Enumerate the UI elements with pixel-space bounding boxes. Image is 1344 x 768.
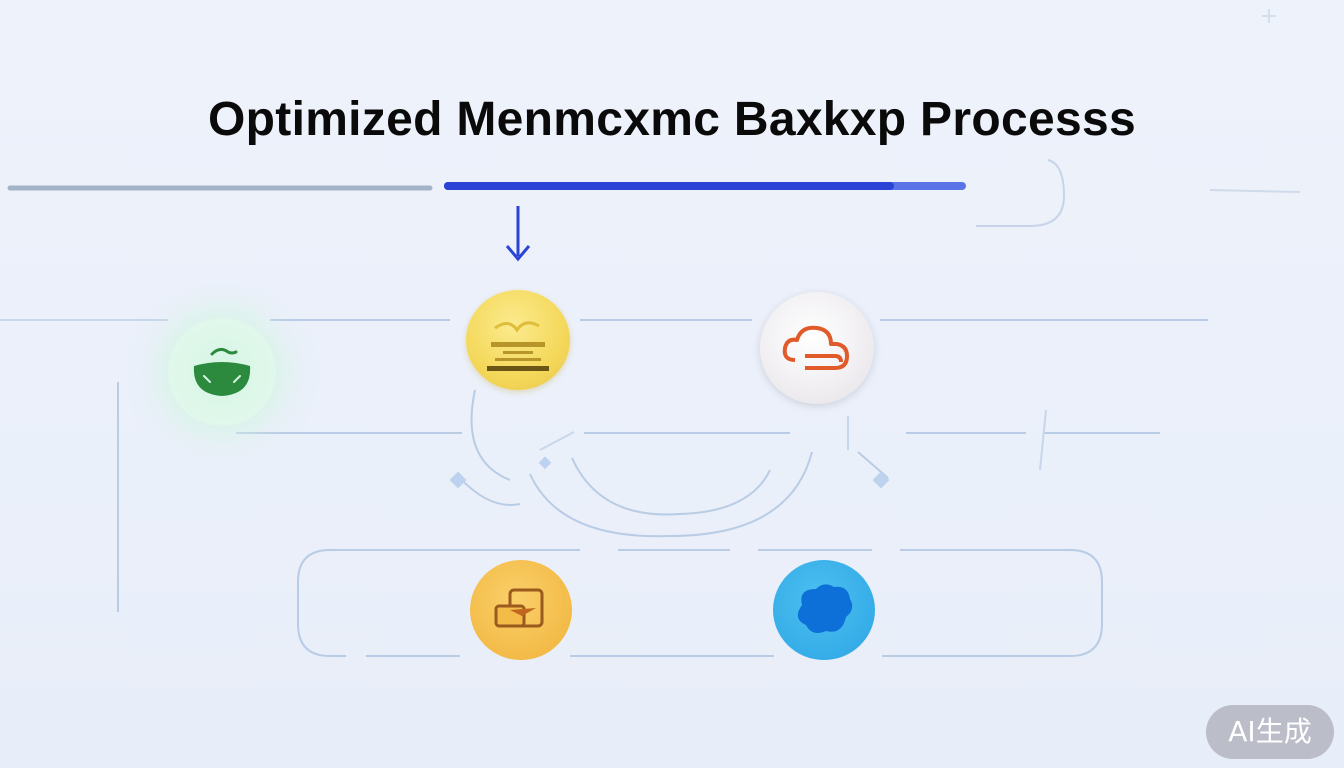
frame-right-cap bbox=[882, 549, 1103, 657]
blue-node[interactable] bbox=[773, 560, 875, 660]
basket-icon bbox=[193, 347, 251, 396]
frame-left-cap bbox=[297, 549, 346, 657]
curve-c bbox=[571, 457, 771, 516]
sparkle-icon bbox=[1262, 9, 1276, 23]
bracket-top-right bbox=[976, 159, 1066, 227]
curve-a bbox=[470, 389, 511, 481]
folder-icon bbox=[494, 588, 544, 628]
curve-d bbox=[529, 451, 813, 538]
curve-f bbox=[539, 431, 575, 451]
ai-generated-watermark: AI生成 bbox=[1206, 705, 1334, 759]
curve-b bbox=[459, 477, 521, 506]
diamond-marker-mid bbox=[538, 456, 552, 470]
faint-line-right bbox=[1209, 189, 1301, 193]
diamond-marker-right bbox=[872, 471, 890, 489]
yellow-node[interactable] bbox=[466, 290, 570, 390]
cloud-icon bbox=[782, 325, 849, 370]
cloud-node[interactable] bbox=[760, 292, 874, 404]
right-tick-line bbox=[1039, 409, 1047, 471]
down-arrow-icon bbox=[505, 245, 531, 262]
diagram-title: Optimized Menmcxmc Baxkxp Processs bbox=[208, 93, 1136, 146]
blob-icon bbox=[797, 584, 853, 633]
server-stack-icon bbox=[487, 321, 549, 371]
orange-node[interactable] bbox=[470, 560, 572, 660]
diamond-marker-left bbox=[449, 471, 467, 489]
green-node[interactable] bbox=[168, 318, 276, 426]
